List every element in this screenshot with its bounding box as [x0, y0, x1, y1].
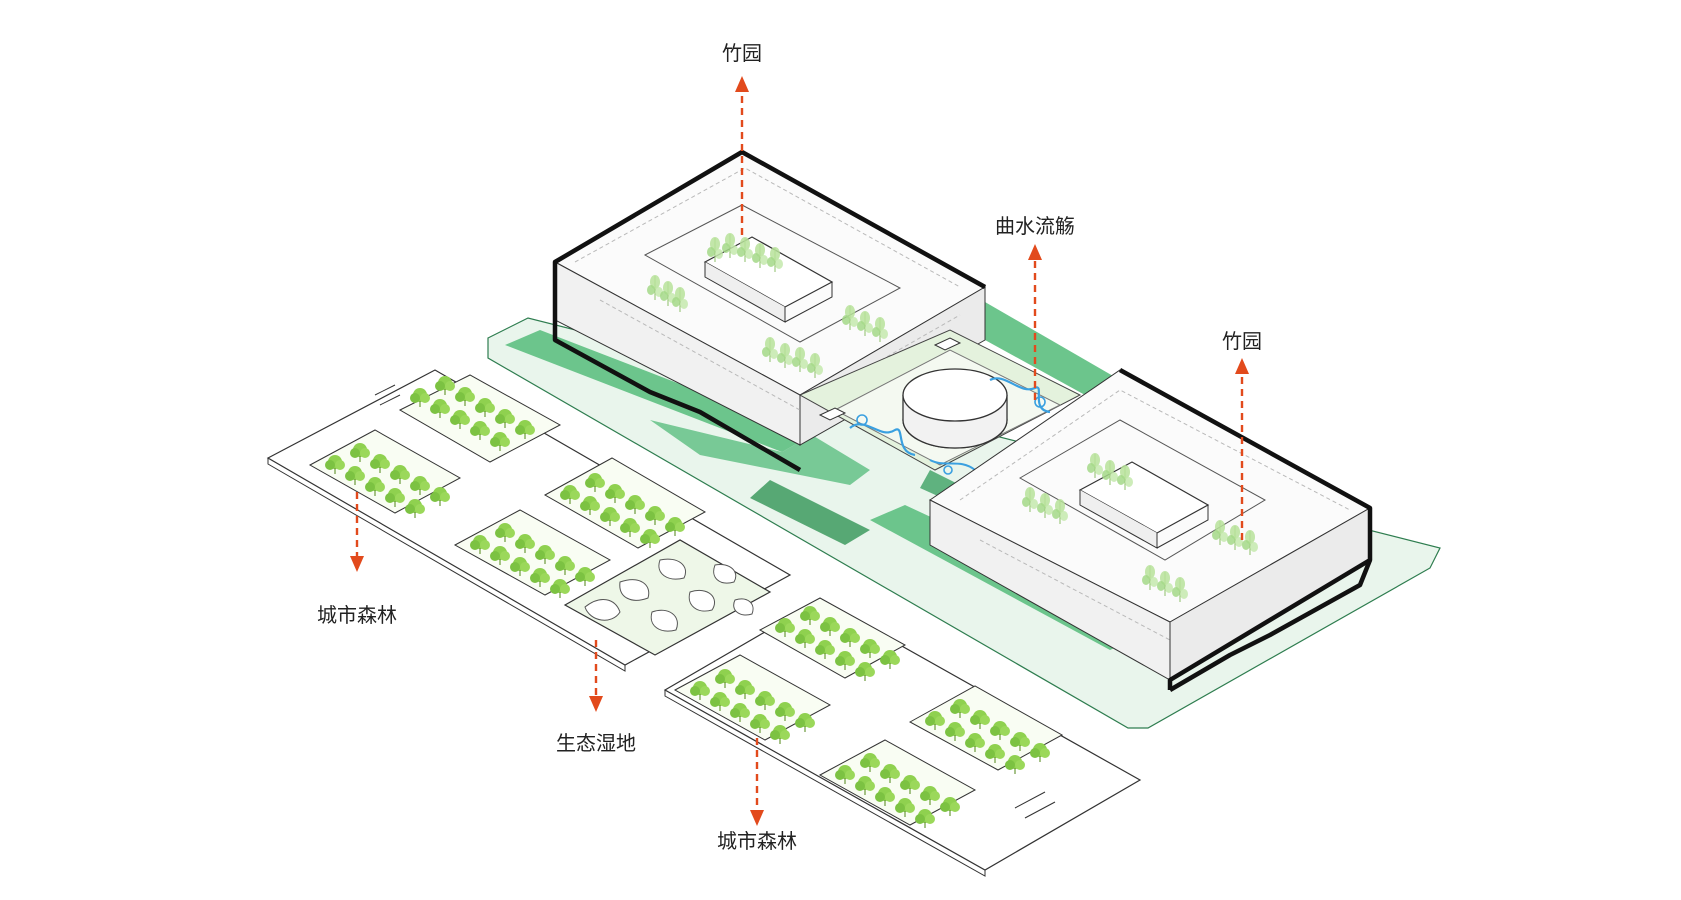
annotation-arrows [350, 76, 1249, 826]
label-urban-forest-left: 城市森林 [317, 603, 397, 627]
label-urban-forest-bottom: 城市森林 [717, 829, 797, 853]
central-courtyard [798, 329, 1082, 475]
forest-platform-left [266, 369, 792, 672]
building-right [929, 368, 1373, 692]
forest-platform-bottom [663, 597, 1142, 877]
label-bamboo-garden-top: 竹园 [722, 41, 762, 65]
label-winding-water: 曲水流觞 [995, 214, 1075, 238]
label-bamboo-garden-right: 竹园 [1222, 329, 1262, 353]
label-eco-wetland: 生态湿地 [556, 731, 636, 755]
